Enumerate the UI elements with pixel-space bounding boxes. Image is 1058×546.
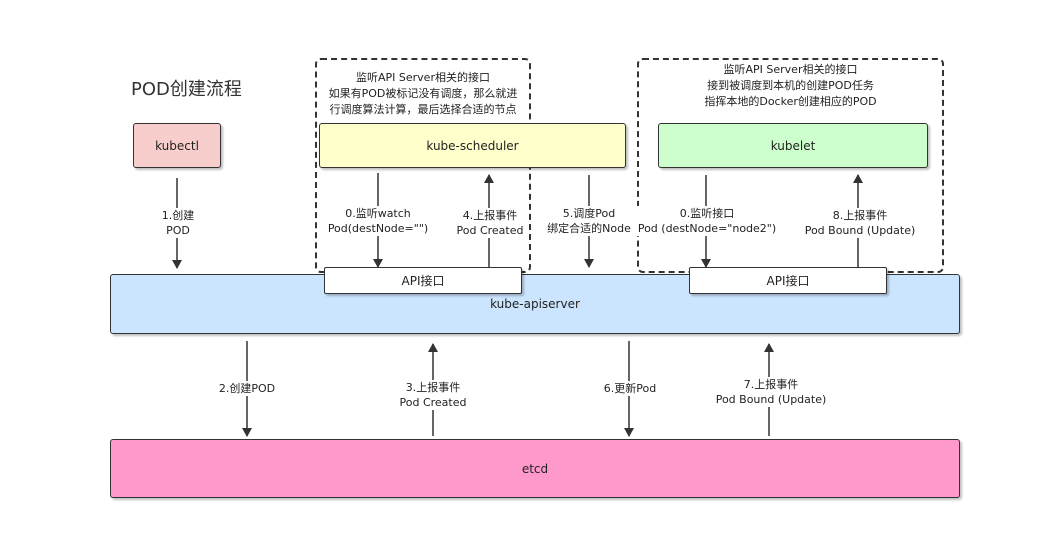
kubelet-box[interactable]: kubelet bbox=[658, 123, 928, 168]
edge-label-line: Pod Bound (Update) bbox=[715, 393, 827, 406]
scheduler-note-line: 监听API Server相关的接口 bbox=[356, 71, 490, 84]
edge-label-line: 6.更新Pod bbox=[603, 382, 657, 395]
edge-label-0a: 0.监听watch Pod(destNode="") bbox=[326, 206, 430, 236]
api-interface-left[interactable]: API接口 bbox=[324, 267, 522, 294]
edge-label-8: 8.上报事件 Pod Bound (Update) bbox=[801, 208, 919, 238]
edge-label-line: 2.创建POD bbox=[218, 382, 276, 395]
etcd-box[interactable]: etcd bbox=[110, 439, 960, 498]
kubelet-note-line: 监听API Server相关的接口 bbox=[723, 63, 858, 76]
edge-label-5: 5.调度Pod 绑定合适的Node bbox=[543, 206, 635, 236]
kubectl-box[interactable]: kubectl bbox=[133, 123, 221, 168]
diagram-title: POD创建流程 bbox=[131, 79, 242, 100]
edge-label-line: 7.上报事件 bbox=[743, 378, 799, 391]
kubectl-label: kubectl bbox=[155, 138, 199, 153]
api-interface-right-label: API接口 bbox=[766, 274, 810, 288]
kubelet-note-line: 接到被调度到本机的创建POD任务 bbox=[707, 79, 874, 92]
edge-label-line: Pod Created bbox=[456, 224, 524, 237]
scheduler-box[interactable]: kube-scheduler bbox=[319, 123, 626, 168]
kubelet-note-line: 指挥本地的Docker创建相应的POD bbox=[704, 95, 877, 108]
edge-label-0b: 0.监听接口 Pod (destNode="node2") bbox=[636, 206, 778, 236]
scheduler-note: 监听API Server相关的接口 如果有POD被标记没有调度，那么就进 行调度… bbox=[315, 70, 531, 118]
edge-label-line: 4.上报事件 bbox=[462, 209, 518, 222]
edge-label-line: Pod (destNode="node2") bbox=[637, 222, 777, 235]
edge-label-line: 3.上报事件 bbox=[405, 381, 461, 394]
api-interface-left-label: API接口 bbox=[401, 274, 445, 288]
etcd-label: etcd bbox=[521, 461, 549, 476]
edge-label-4: 4.上报事件 Pod Created bbox=[455, 208, 525, 238]
edge-label-6: 6.更新Pod bbox=[601, 381, 659, 396]
edge-label-line: Pod(destNode="") bbox=[327, 222, 429, 235]
scheduler-note-line: 如果有POD被标记没有调度，那么就进 bbox=[328, 87, 518, 100]
edge-label-1: 1.创建 POD bbox=[151, 208, 205, 238]
apiserver-label: kube-apiserver bbox=[490, 297, 580, 311]
edge-label-line: 5.调度Pod bbox=[562, 207, 616, 220]
scheduler-note-line: 行调度算法计算，最后选择合适的节点 bbox=[329, 103, 517, 116]
edge-label-2: 2.创建POD bbox=[215, 381, 279, 396]
kubelet-note: 监听API Server相关的接口 接到被调度到本机的创建POD任务 指挥本地的… bbox=[637, 62, 944, 110]
edge-label-3: 3.上报事件 Pod Created bbox=[398, 380, 468, 410]
edge-label-line: POD bbox=[166, 224, 190, 237]
edge-label-line: 0.监听接口 bbox=[679, 207, 735, 220]
edge-label-line: 绑定合适的Node bbox=[547, 222, 631, 235]
api-interface-right[interactable]: API接口 bbox=[689, 267, 887, 294]
edge-label-line: Pod Bound (Update) bbox=[804, 224, 916, 237]
edge-label-line: 1.创建 bbox=[161, 209, 195, 222]
edge-label-line: Pod Created bbox=[399, 396, 467, 409]
edge-label-7: 7.上报事件 Pod Bound (Update) bbox=[712, 377, 830, 407]
edge-label-line: 0.监听watch bbox=[345, 207, 411, 220]
edge-label-line: 8.上报事件 bbox=[832, 209, 888, 222]
kubelet-label: kubelet bbox=[770, 138, 816, 153]
scheduler-label: kube-scheduler bbox=[426, 138, 519, 153]
